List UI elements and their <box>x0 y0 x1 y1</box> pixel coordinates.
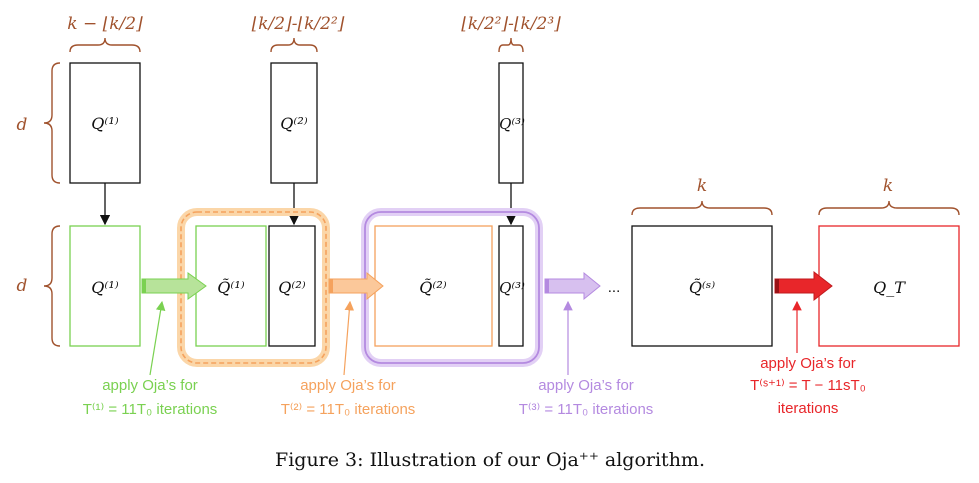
width-label-2: ⌊k/2⌋-⌊k/2²⌋ <box>252 14 345 34</box>
label-q2-row: Q⁽²⁾ <box>278 278 305 297</box>
label-q3-top: Q⁽³⁾ <box>499 115 525 133</box>
brace-k-s <box>631 200 773 216</box>
group-orange <box>180 211 327 364</box>
label-qts: Q̃⁽ˢ⁾ <box>689 278 715 297</box>
block-qT <box>818 225 960 347</box>
label-qT: Q_T <box>873 278 906 297</box>
block-q3-row <box>498 225 524 347</box>
fat-arrow-red-tail <box>775 279 779 293</box>
width-label-3: ⌊k/2²⌋-⌊k/2³⌋ <box>461 14 561 34</box>
figure-caption: Figure 3: Illustration of our Oja⁺⁺ algo… <box>275 449 705 471</box>
label-q1-row: Q⁽¹⁾ <box>91 278 118 297</box>
annotation-1-line2: T⁽¹⁾ = 11T₀ iterations <box>83 401 218 418</box>
block-q2-top <box>270 62 318 184</box>
label-qt1: Q̃⁽¹⁾ <box>217 278 244 297</box>
fat-arrow-green-tail <box>142 279 146 293</box>
brace-k-t <box>818 200 960 216</box>
brace-top-2 <box>270 37 318 53</box>
label-qt2: Q̃⁽²⁾ <box>419 278 446 297</box>
fat-arrow-green <box>141 272 207 300</box>
brace-top-3 <box>498 37 524 53</box>
pointer-green <box>149 300 166 376</box>
block-qts <box>631 225 773 347</box>
annotation-4-line2: T⁽ˢ⁺¹⁾ = T − 11sT₀ <box>750 377 866 394</box>
fat-arrow-orange-tail <box>329 279 333 293</box>
width-label-1: k − ⌊k/2⌋ <box>67 14 143 34</box>
block-q1-row <box>69 225 141 347</box>
fat-arrow-red <box>774 270 833 302</box>
annotation-4-line1: apply Oja’s for <box>760 355 856 372</box>
block-qt2 <box>374 225 493 347</box>
annotation-3-line1: apply Oja’s for <box>538 377 634 394</box>
d-label-top: d <box>17 115 28 135</box>
k-label-s: k <box>697 176 707 196</box>
fat-arrow-purple-tail <box>545 279 549 293</box>
block-qt1 <box>195 225 267 347</box>
annotation-4-line3: iterations <box>778 400 839 417</box>
brace-left-mid <box>43 225 61 347</box>
fat-arrow-purple <box>544 271 601 301</box>
annotation-1-line1: apply Oja’s for <box>102 377 198 394</box>
annotation-3-line2: T⁽³⁾ = 11T₀ iterations <box>519 401 654 418</box>
brace-top-1 <box>69 37 141 53</box>
label-q1-top: Q⁽¹⁾ <box>91 114 118 133</box>
block-q2-row <box>268 225 316 347</box>
ellipsis: ... <box>608 279 621 296</box>
d-label-mid: d <box>17 276 28 296</box>
k-label-t: k <box>883 176 893 196</box>
label-q2-top: Q⁽²⁾ <box>280 114 307 133</box>
label-q3-row: Q⁽³⁾ <box>499 279 525 297</box>
brace-left-top <box>43 62 61 184</box>
fat-arrow-orange <box>328 271 384 301</box>
block-q1-top <box>69 62 141 184</box>
pointer-orange <box>343 300 355 376</box>
annotation-2-line1: apply Oja’s for <box>300 377 396 394</box>
annotation-2-line2: T⁽²⁾ = 11T₀ iterations <box>281 401 416 418</box>
